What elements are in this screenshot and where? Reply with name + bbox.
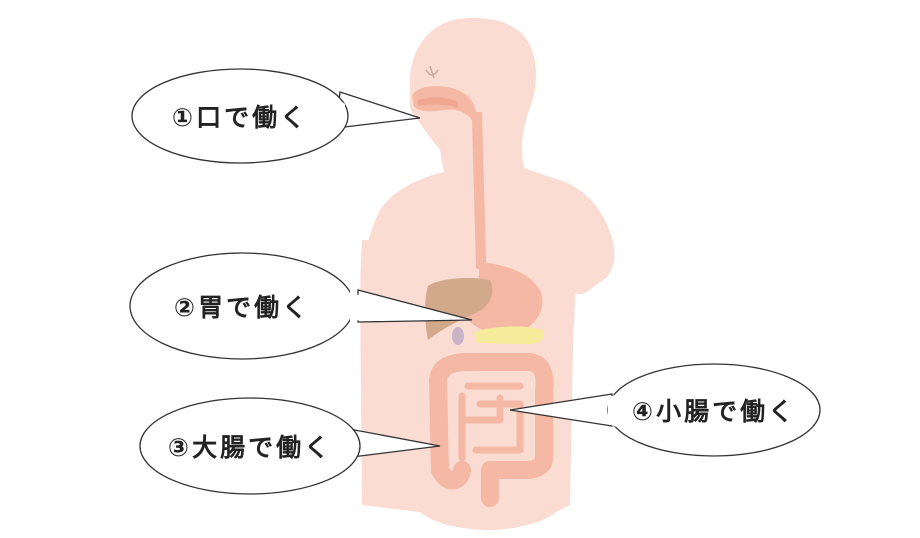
liver-organ	[425, 278, 493, 340]
callout-large-intestine: ③大腸で働く	[139, 397, 441, 495]
large-intestine-organ	[429, 353, 554, 507]
pancreas-organ	[474, 326, 545, 344]
small-intestine-organ	[458, 382, 524, 462]
face-detail-icon	[425, 65, 439, 79]
callout-stomach-label: ②胃で働く	[174, 293, 310, 322]
callout-small-intestine: ④小腸で働く	[509, 363, 821, 457]
callout-small-intestine-label: ④小腸で働く	[632, 397, 796, 426]
callout-large-intestine-label: ③大腸で働く	[168, 433, 332, 462]
gallbladder-organ	[452, 327, 464, 345]
callout-mouth-label: ①口で働く	[172, 103, 308, 132]
callout-mouth: ①口で働く	[131, 68, 421, 164]
callout-stomach: ②胃で働く	[129, 252, 473, 360]
